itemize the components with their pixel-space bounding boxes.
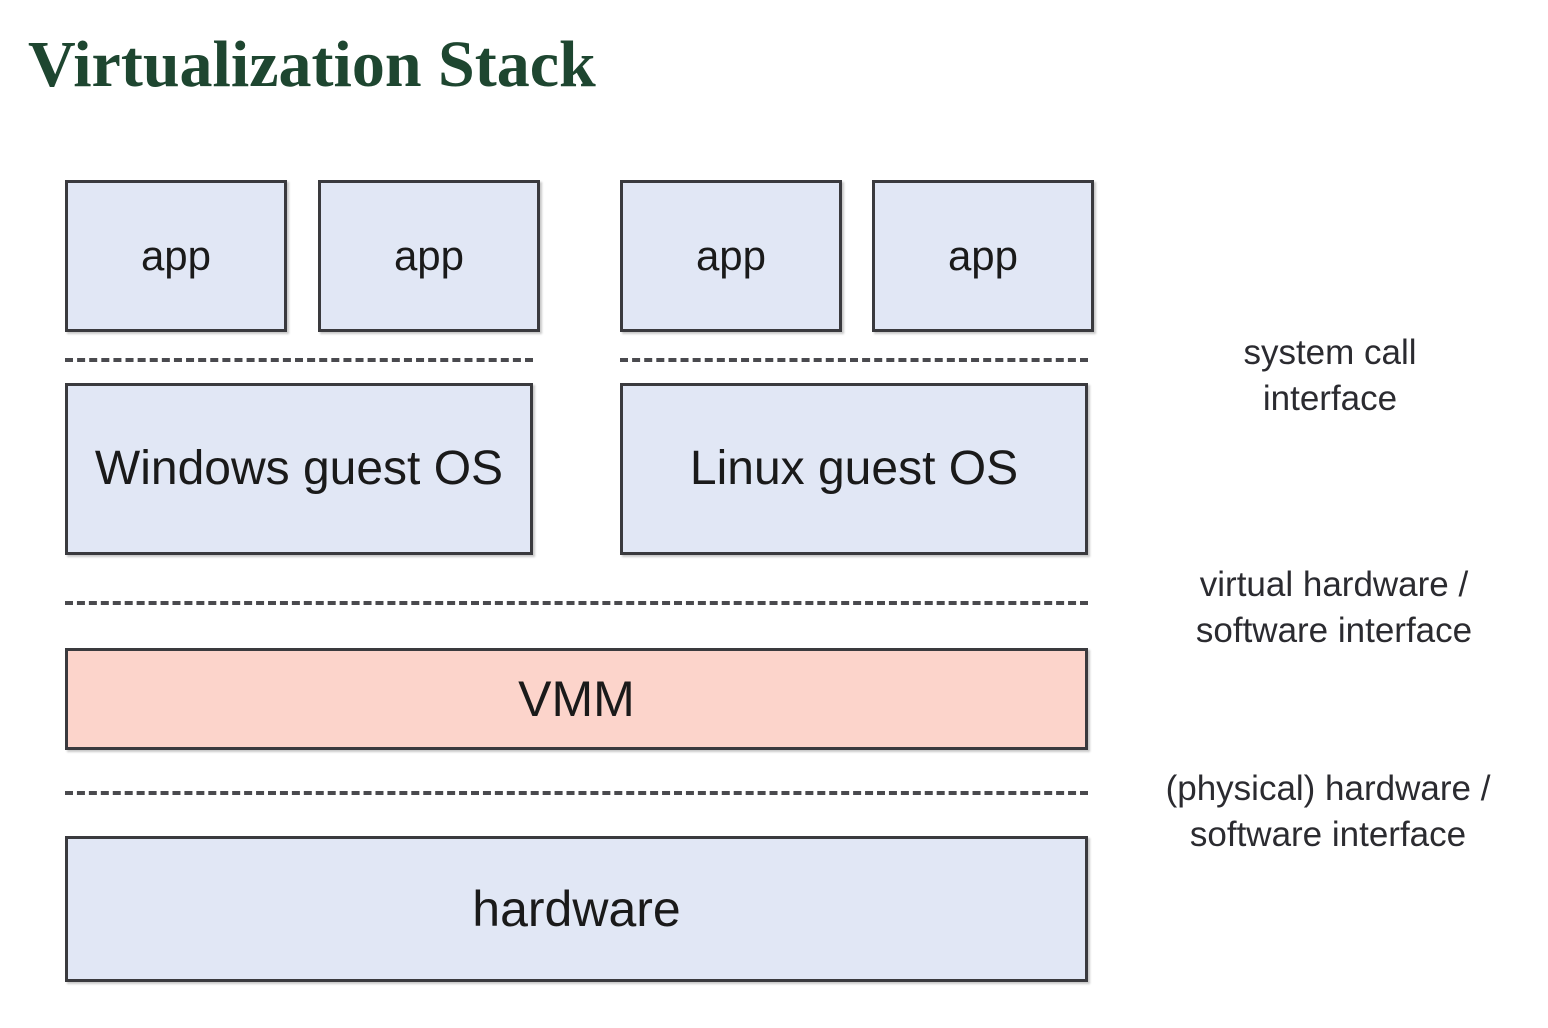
app-box-label: app: [695, 232, 767, 279]
app-box-label: app: [947, 232, 1019, 279]
guest-os-box-linux: Linux guest OS: [620, 383, 1088, 555]
hardware-label: hardware: [472, 881, 681, 937]
vmm-box: VMM: [65, 648, 1088, 750]
guest-os-box-windows: Windows guest OS: [65, 383, 533, 555]
app-box: app: [620, 180, 842, 332]
annotation-virtual-hardware-interface: virtual hardware / software interface: [1195, 565, 1473, 651]
annotation-physical-hardware-interface: (physical) hardware / software interface: [1165, 769, 1491, 855]
app-box: app: [65, 180, 287, 332]
app-box-label: app: [140, 232, 212, 279]
page-title: Virtualization Stack: [28, 28, 596, 101]
app-box-label: app: [393, 232, 465, 279]
app-box: app: [318, 180, 540, 332]
app-box: app: [872, 180, 1094, 332]
dashed-separator-system-call-left: [65, 358, 533, 362]
vmm-label: VMM: [518, 671, 635, 727]
dashed-separator-virtual-hardware: [65, 601, 1088, 605]
dashed-separator-system-call-right: [620, 358, 1088, 362]
guest-os-label: Linux guest OS: [689, 442, 1019, 495]
annotation-system-call-interface: system call interface: [1243, 333, 1417, 419]
dashed-separator-physical-hardware: [65, 791, 1088, 795]
hardware-box: hardware: [65, 836, 1088, 982]
guest-os-label: Windows guest OS: [94, 442, 504, 495]
